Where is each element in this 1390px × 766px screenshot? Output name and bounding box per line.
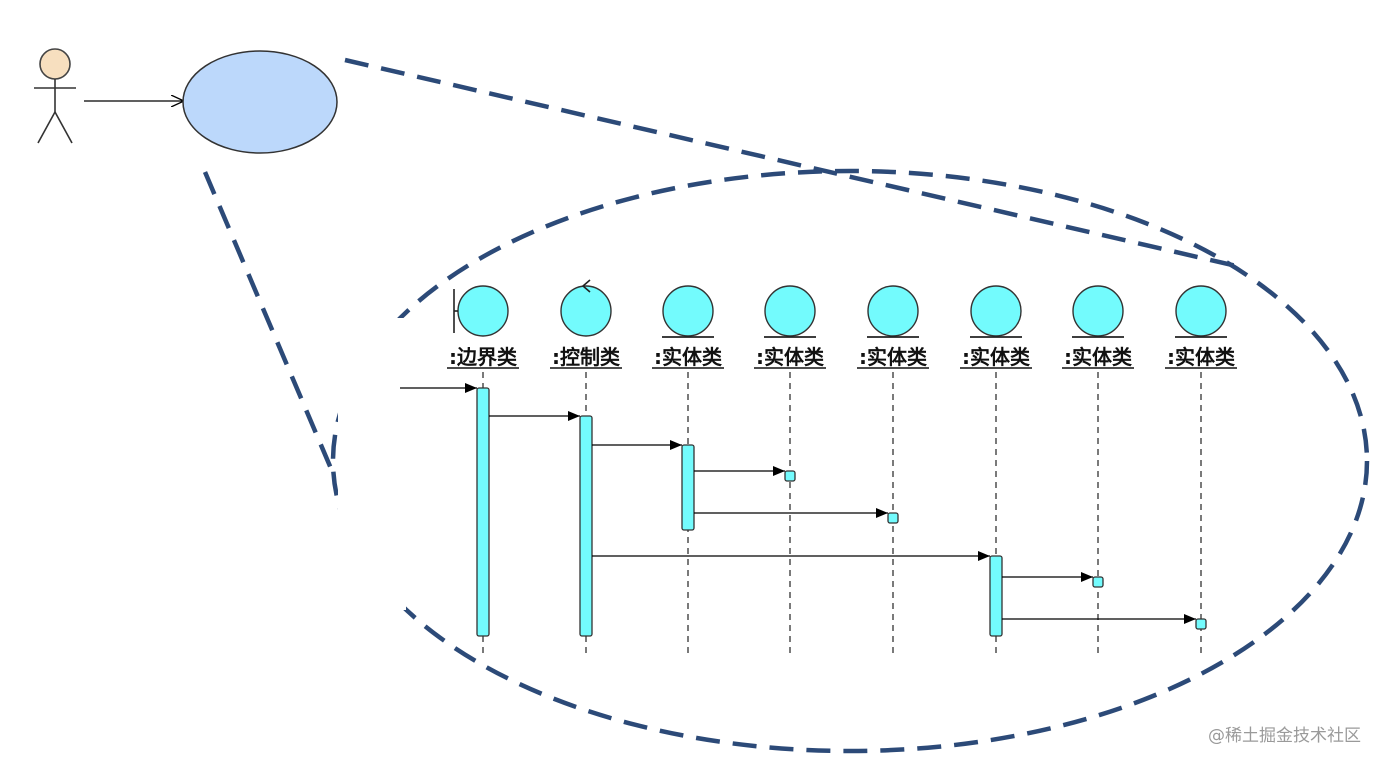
use-case-ellipse [182,50,338,154]
sequence-diagram: :边界类 :控制类 :实体类 :实体类 :实体类 :实体类 :实体类 :实体类 [400,279,1237,655]
activation-bar [681,444,695,531]
activation-bar-small [1092,576,1104,588]
boundary-object-icon [453,285,509,337]
activation-bar-small [887,512,899,524]
lifeline-label: :实体类 [962,345,1030,369]
callout-lines [202,57,1246,479]
activation-bar [476,387,490,637]
lifeline-entity: :实体类 [652,285,724,655]
entity-object-icon [867,285,919,338]
lifeline-control: :控制类 [550,279,622,655]
lifeline-entity: :实体类 [1062,285,1134,655]
watermark: @稀土掘金技术社区 [1208,726,1361,746]
activation-bar [579,415,593,637]
entity-object-icon [764,285,816,338]
lifeline-label: :边界类 [449,345,517,369]
activation-bar-small [784,470,796,482]
lifeline-entity: :实体类 [857,285,929,655]
lifeline-entity: :实体类 [1165,285,1237,655]
entity-object-icon [662,285,714,338]
actor-icon [34,48,76,144]
lifeline-label: :实体类 [654,345,722,369]
lifeline-label: :实体类 [1064,345,1132,369]
entity-object-icon [1175,285,1227,338]
lifeline-label: :控制类 [552,345,620,369]
entity-object-icon [1072,285,1124,338]
activation-bar [989,555,1003,637]
lifeline-entity: :实体类 [754,285,826,655]
activation-bar-small [1195,618,1207,630]
entity-object-icon [970,285,1022,338]
zoom-ellipse [330,168,1370,754]
lifeline-label: :实体类 [756,345,824,369]
lifeline-label: :实体类 [859,345,927,369]
control-object-icon [560,279,612,337]
lifeline-label: :实体类 [1167,345,1235,369]
